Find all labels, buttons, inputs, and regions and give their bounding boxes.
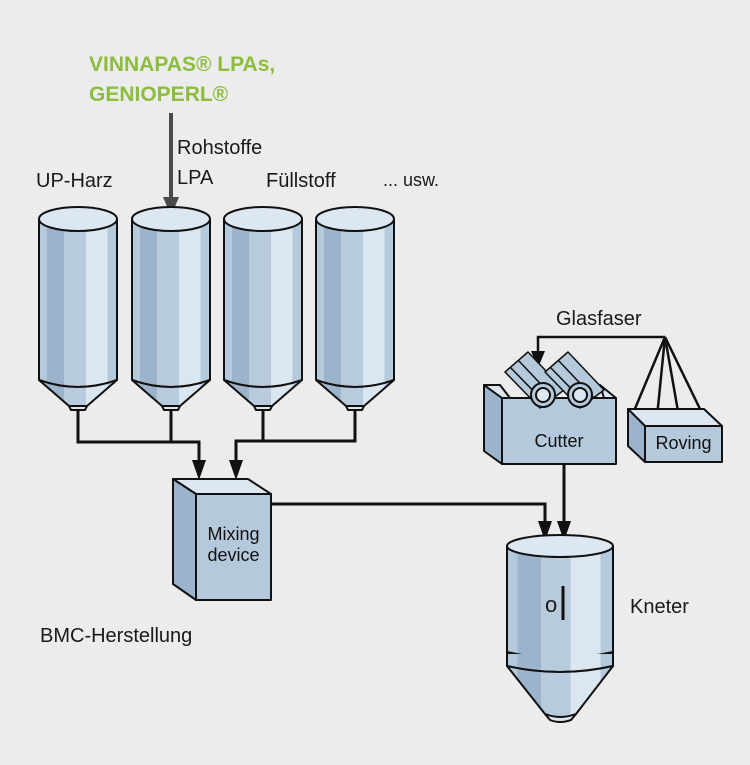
glass-fiber-lines <box>531 335 703 418</box>
mixer-to-kneader-pipe <box>271 502 552 541</box>
mixing-device-label: Mixing device <box>196 524 271 565</box>
silo-up-harz <box>38 206 118 411</box>
silo-label-up-harz: UP-Harz <box>36 170 113 192</box>
kneader <box>506 534 614 723</box>
mixing-device-label-line2: device <box>207 544 260 565</box>
silo-label-rohstoffe: Rohstoffe <box>177 137 263 159</box>
kneader-symbol: o <box>545 592 558 617</box>
cutter <box>483 351 617 465</box>
additive-label-line2: GENIOPERL® <box>89 83 229 106</box>
kneader-label: Kneter <box>630 596 689 618</box>
feed-arrow <box>163 113 179 216</box>
silo-rohstoffe-lpa <box>131 206 211 411</box>
silo-label-lpa: LPA <box>177 167 214 189</box>
silo-fuellstoff <box>223 206 303 411</box>
cutter-label: Cutter <box>534 431 584 451</box>
silo-etc <box>315 206 395 411</box>
roving-box <box>627 408 723 463</box>
silo-label-fuellstoff: Füllstoff <box>266 170 336 192</box>
silo-label-etc: ... usw. <box>383 170 440 190</box>
cutter-to-kneader-pipe <box>557 464 571 541</box>
additive-label-line1: VINNAPAS® LPAs, <box>89 53 276 76</box>
glass-fiber-label: Glasfaser <box>556 308 642 330</box>
mixing-device <box>172 478 272 601</box>
roving-label: Roving <box>655 433 712 453</box>
silo-pipes <box>76 410 357 480</box>
diagram-title: BMC-Herstellung <box>40 625 193 647</box>
mixing-device-label-line1: Mixing <box>207 524 260 544</box>
